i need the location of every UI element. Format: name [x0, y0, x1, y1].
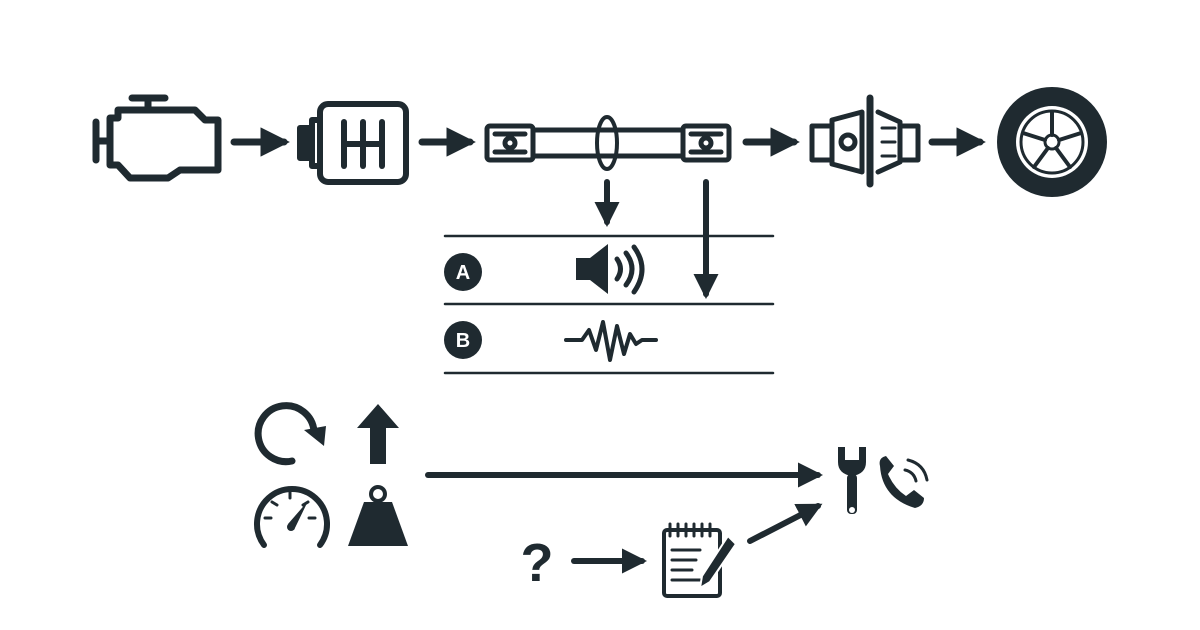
- vibration-waveform-icon: [564, 320, 658, 362]
- rotation-icon: [254, 402, 326, 466]
- speedometer-icon: [254, 486, 330, 548]
- up-arrow-icon: [357, 404, 399, 464]
- weight-load-icon: [348, 485, 408, 546]
- differential-icon: [809, 94, 921, 188]
- badge-label: B: [456, 330, 470, 352]
- notepad-to-repair-arrow: [747, 503, 823, 544]
- speaker-noise-icon: [576, 244, 645, 295]
- question-mark-icon: ?: [521, 533, 554, 593]
- symptom-badge-a: A: [444, 253, 482, 291]
- wheel-tire-icon: [997, 87, 1107, 197]
- transmission-gearbox-icon: [297, 101, 409, 185]
- notepad-pencil-icon: [662, 522, 737, 598]
- wrench-icon: [838, 447, 866, 514]
- symptom-badge-b: B: [444, 321, 482, 359]
- symptom-table: [443, 234, 775, 375]
- driveshaft-icon: [484, 115, 732, 171]
- badge-label: A: [456, 262, 470, 284]
- engine-icon: [92, 94, 222, 182]
- phone-call-icon: [879, 456, 929, 508]
